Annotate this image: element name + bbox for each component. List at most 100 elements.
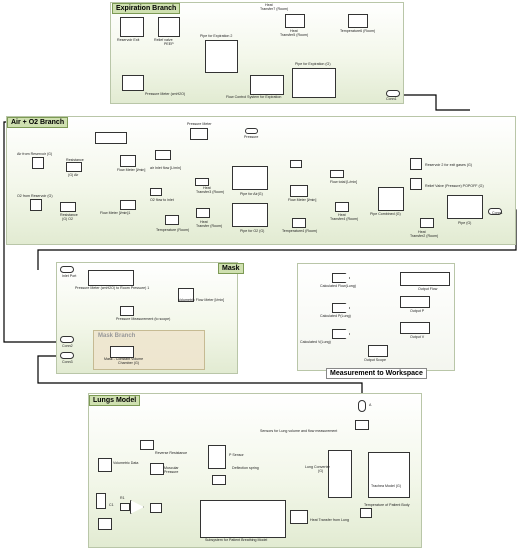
flow-total-block[interactable] xyxy=(330,170,344,178)
mask-chamber-label: Mask - Constant Volume xyxy=(104,357,144,361)
calc-p-block[interactable] xyxy=(332,303,350,313)
pipe-expiration-g-label: Pipe for Expiration (G) xyxy=(295,62,331,66)
flow-control-block[interactable] xyxy=(250,75,284,95)
volumetric-data-block[interactable] xyxy=(98,458,112,472)
conn2-port[interactable] xyxy=(60,336,74,343)
temperature-body-block[interactable] xyxy=(360,508,372,518)
muscular-label-b: Pressure xyxy=(164,470,179,474)
resistance-o2-block[interactable] xyxy=(60,202,76,212)
flow-meter-o2-block[interactable] xyxy=(120,200,136,210)
display-block[interactable] xyxy=(95,132,127,144)
reservoir-exit-block[interactable] xyxy=(120,17,144,37)
flow-meter-air-label: Flow Meter [l/min] xyxy=(117,168,146,172)
inlet-port-label: Inlet Port xyxy=(62,274,77,278)
pipe-air-block[interactable] xyxy=(232,166,268,190)
pipe-air-label: Pipe for Air(G) xyxy=(240,192,263,196)
volumetric-flow-label: Volumetric Flow Meter [l/min] xyxy=(178,298,225,302)
heat-transfer7-label-b: Transfer7 (Room) xyxy=(260,7,289,11)
output-p-block[interactable] xyxy=(400,296,430,308)
panel-title: Measurement to Workspace xyxy=(326,368,427,379)
pipe-expiration-g-block[interactable] xyxy=(292,68,336,98)
temperature6-block[interactable] xyxy=(348,14,368,28)
heat-transfer5-label: Heat xyxy=(290,29,298,33)
resistance-air-block[interactable] xyxy=(66,162,82,172)
flow-meter-block[interactable] xyxy=(290,185,308,197)
panel-title: Expiration Branch xyxy=(112,3,181,14)
reservoir-exit-gases-label: Reservoir 2 for exit gases (G) xyxy=(425,163,472,167)
r1-block[interactable] xyxy=(120,503,130,511)
heat-transfer-lung-block[interactable] xyxy=(290,510,308,524)
reverse-resistance-block[interactable] xyxy=(140,440,154,450)
heat-transfer7-label: Heat xyxy=(265,3,273,7)
relief-valve-block[interactable] xyxy=(158,17,180,37)
deflection-spring-block[interactable] xyxy=(212,475,226,485)
volumetric-flow-block[interactable] xyxy=(178,288,194,302)
pressure-meter-label: Pressure Meter (cmH2O) xyxy=(145,92,186,96)
p-sensor-block[interactable] xyxy=(208,445,226,469)
integrator-block[interactable] xyxy=(150,503,162,513)
sensor-small-block[interactable] xyxy=(98,518,112,530)
reverse-resistance-label: Reverse Resistance xyxy=(155,451,188,455)
block-c[interactable] xyxy=(195,178,209,186)
temperature-room-block[interactable] xyxy=(165,215,179,225)
output-p-label: Output P xyxy=(410,309,425,313)
pressure-measurement-label: Pressure Measurement (to scope) xyxy=(116,317,171,321)
conn1-port[interactable] xyxy=(386,90,400,97)
calc-v-block[interactable] xyxy=(332,329,350,339)
pressure-meter-label: Pressure Meter xyxy=(187,122,212,126)
muscular-block[interactable] xyxy=(150,463,164,475)
pipe-combined-block[interactable] xyxy=(378,187,404,211)
air-inlet-flow-block[interactable] xyxy=(155,150,171,160)
heat-transfer5-block[interactable] xyxy=(285,14,305,28)
pressure-meter-block[interactable] xyxy=(88,270,134,286)
heat-transfer2-label-b: Transfer2 (Room) xyxy=(410,234,439,238)
temperature-body-label: Temperature of Patient Body xyxy=(364,503,410,507)
temperature6-label: Temperature6 (Room) xyxy=(340,29,376,33)
subsystem-block[interactable] xyxy=(200,500,286,538)
output-flow-block[interactable] xyxy=(400,272,450,286)
pipe-g-block[interactable] xyxy=(447,195,483,219)
flow-meter-air-block[interactable] xyxy=(120,155,136,167)
resistance-o2-label: Resistance xyxy=(60,213,78,217)
flow-meter-o2-label: Flow Meter [l/min]1 xyxy=(100,211,131,215)
lung-converter-label-b: (G) xyxy=(318,469,324,473)
heat-transfer4-block[interactable] xyxy=(335,202,349,212)
pipe-o2-block[interactable] xyxy=(232,203,268,227)
output-v-block[interactable] xyxy=(400,322,430,334)
pipe-g-label: Pipe (G) xyxy=(458,221,472,225)
a-port[interactable] xyxy=(358,400,366,412)
heat-transfer-o2-label-b: Transfer (Room) xyxy=(196,224,223,228)
pressure-meter-label: Pressure Meter (cmH2O) to Room Pressure)… xyxy=(75,286,150,290)
c1-block[interactable] xyxy=(96,493,106,509)
block-d[interactable] xyxy=(290,160,302,168)
pipe-expiration2-block[interactable] xyxy=(205,40,238,73)
heat-transfer-o2-block[interactable] xyxy=(196,208,210,218)
temperature4-block[interactable] xyxy=(292,218,306,228)
output-scope-block[interactable] xyxy=(368,345,388,357)
heat-transfer2-block[interactable] xyxy=(420,218,434,228)
sensors-block[interactable] xyxy=(355,420,369,430)
mask-chamber-block[interactable] xyxy=(110,346,134,358)
subsystem-label: Subsystem for Patient Breathing Model xyxy=(205,538,268,542)
lung-converter-block[interactable] xyxy=(328,450,352,498)
temperature-room-label: Temperature (Room) xyxy=(156,228,190,232)
flow-control-label: Flow Control System for Expiration xyxy=(226,95,282,99)
relief-valve-block[interactable] xyxy=(410,178,422,190)
trachea-model-block[interactable] xyxy=(368,452,410,498)
air-reservoir-block[interactable] xyxy=(32,157,44,169)
o2-flow-inlet-block[interactable] xyxy=(150,188,162,196)
pressure-output-port[interactable] xyxy=(245,128,258,134)
reservoir-exit-gases-block[interactable] xyxy=(410,158,422,170)
conn1-port[interactable] xyxy=(488,208,502,215)
inlet-port[interactable] xyxy=(60,266,74,273)
pressure-meter-block[interactable] xyxy=(190,128,208,140)
flow-total-label: Flow total [L/min] xyxy=(330,180,358,184)
flow-meter-label: Flow Meter [l/min] xyxy=(288,198,317,202)
pressure-meter-block[interactable] xyxy=(122,75,144,91)
calc-flow-block[interactable] xyxy=(332,273,350,283)
pressure-measurement-block[interactable] xyxy=(120,306,134,316)
o2-reservoir-block[interactable] xyxy=(30,199,42,211)
conn3-port[interactable] xyxy=(60,352,74,359)
relief-valve-label: Relief Valve (Pressure) POPOFF (G) xyxy=(425,184,484,188)
peep-label: PEEP xyxy=(164,42,174,46)
